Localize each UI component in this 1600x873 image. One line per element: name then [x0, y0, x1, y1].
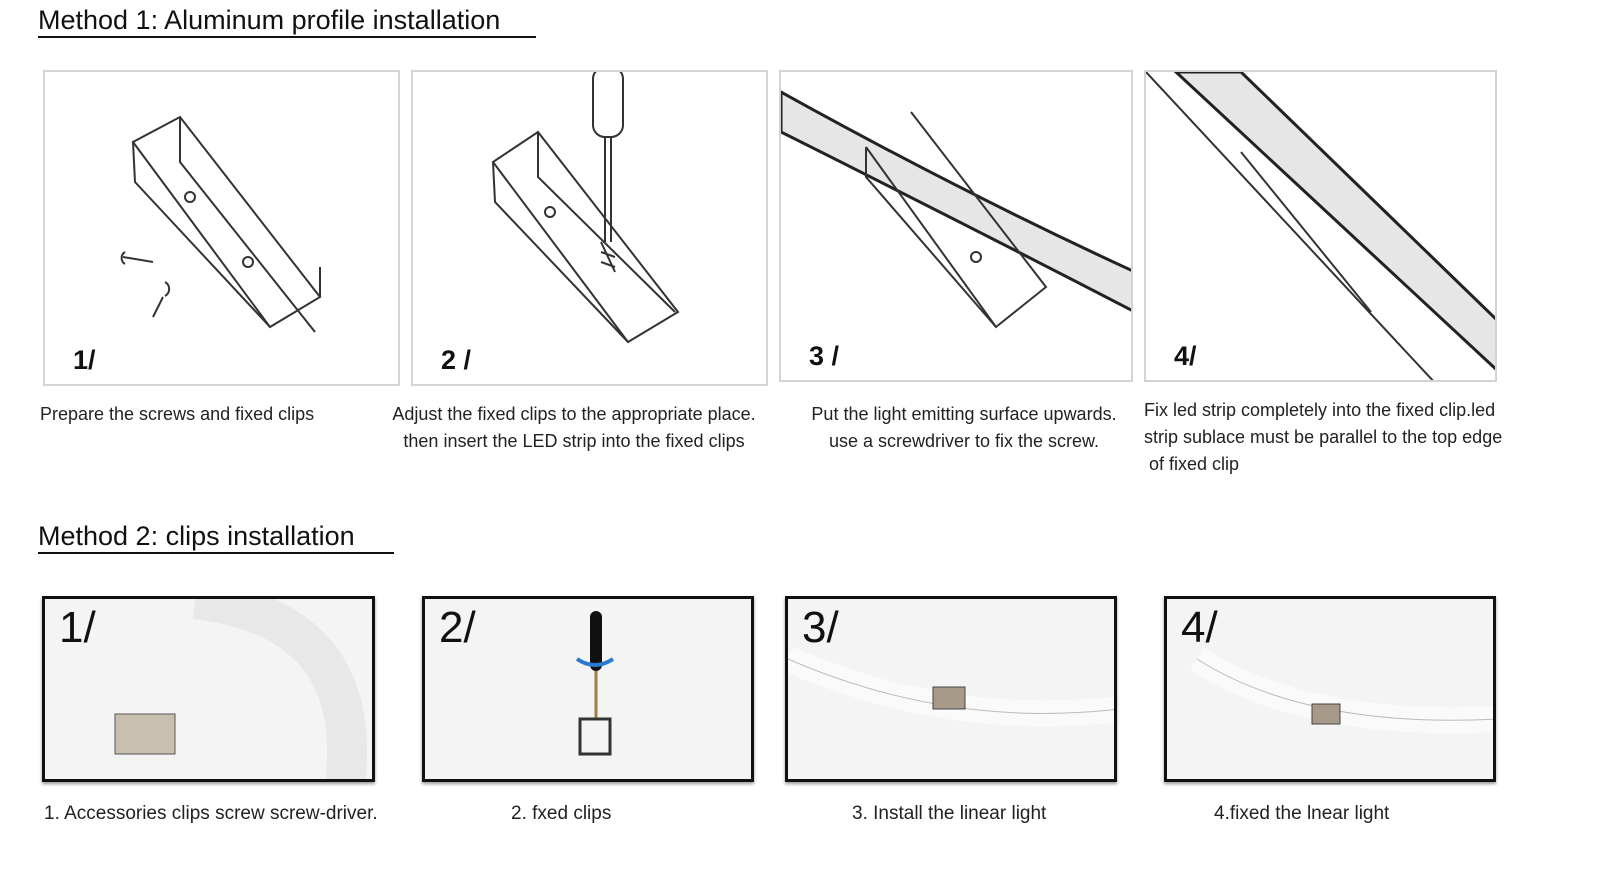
step2-panel: 2 /	[411, 70, 768, 386]
caption-line: Prepare the screws and fixed clips	[40, 404, 315, 424]
caption-line: Adjust the fixed clips to the appropriat…	[392, 404, 756, 424]
step4-caption: Fix led strip completely into the fixed …	[1144, 397, 1502, 478]
clip-step3-photo: 3/	[785, 596, 1117, 782]
clip-step4-caption: 4.fixed the lnear light	[1214, 803, 1390, 824]
step3-panel: 3 /	[779, 70, 1133, 382]
clip-step1-photo: 1/	[42, 596, 375, 782]
step4-panel: 4/	[1144, 70, 1497, 382]
linear-light-photo	[788, 647, 1114, 727]
step-number: 4/	[1181, 603, 1218, 652]
strip-in-clip-drawing	[781, 90, 1131, 329]
screwdriver-photo	[575, 611, 615, 756]
clip-step2-photo: 2/	[422, 596, 754, 782]
step-number: 2/	[439, 603, 476, 652]
step-number: 4/	[1174, 341, 1197, 371]
clip-step2-caption: 2. fxed clips	[511, 803, 612, 824]
strip-fixed-drawing	[1146, 72, 1495, 380]
step-number: 2 /	[441, 345, 472, 375]
caption-line: then insert the LED strip into the fixed…	[403, 431, 745, 451]
step-number: 3 /	[809, 341, 840, 371]
step1-panel: 1/	[43, 70, 400, 386]
step-number: 1/	[59, 603, 96, 652]
clip-step4-photo: 4/	[1164, 596, 1496, 782]
step-number: 3/	[802, 603, 839, 652]
step-number: 1/	[73, 345, 96, 375]
method1-heading: Method 1: Aluminum profile installation	[38, 4, 536, 38]
step2-caption: Adjust the fixed clips to the appropriat…	[370, 401, 778, 455]
caption-line: Fix led strip completely into the fixed …	[1144, 400, 1496, 420]
clip-and-screws-drawing	[120, 115, 322, 333]
clips-photo	[114, 599, 368, 779]
caption-line: of fixed clip	[1144, 454, 1240, 474]
method2-heading: Method 2: clips installation	[38, 520, 394, 554]
step3-caption: Put the light emitting surface upwards. u…	[792, 401, 1136, 455]
clip-step3-caption: 3. Install the linear light	[852, 803, 1047, 824]
caption-line: use a screwdriver to fix the screw.	[828, 431, 1100, 451]
screwdriver-drawing	[491, 72, 680, 344]
fixed-light-photo	[1190, 648, 1493, 734]
clip-step1-caption: 1. Accessories clips screw screw-driver.	[44, 803, 378, 824]
step1-caption: Prepare the screws and fixed clips	[40, 401, 314, 428]
caption-line: Put the light emitting surface upwards.	[811, 404, 1117, 424]
caption-line: strip sublace must be parallel to the to…	[1144, 427, 1503, 447]
